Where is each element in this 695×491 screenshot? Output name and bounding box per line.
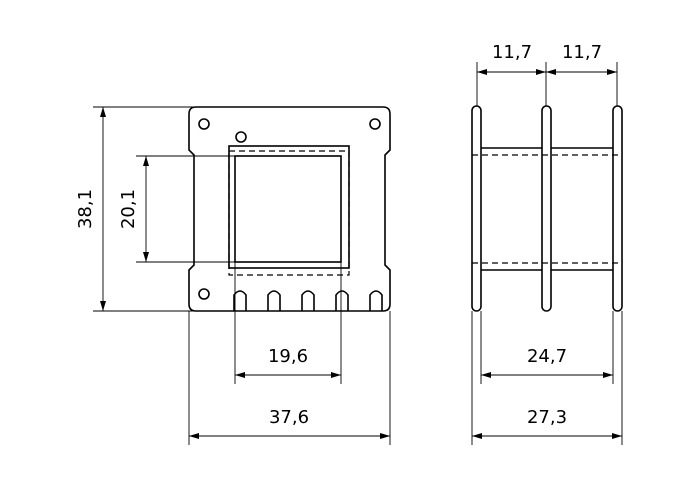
mounting-hole-bottom-left xyxy=(198,288,210,300)
dim-section-widths: 11,7 11,7 xyxy=(476,42,618,106)
dim-overall-length: 27,3 xyxy=(471,311,623,445)
dim-inner-length: 24,7 xyxy=(480,311,614,384)
flange-left xyxy=(471,105,482,312)
pin-slot-4 xyxy=(335,290,349,311)
mounting-hole-top-right xyxy=(369,118,381,130)
flange-outline xyxy=(188,106,391,312)
dim-overall-height: 38,1 xyxy=(75,106,196,312)
pin-slot-3 xyxy=(301,290,315,311)
core-window xyxy=(234,155,342,263)
dim-overall-height-label: 38,1 xyxy=(75,189,96,229)
dim-inner-length-label: 24,7 xyxy=(527,346,567,367)
dim-window-width-label: 19,6 xyxy=(268,346,308,367)
dim-overall-length-label: 27,3 xyxy=(527,407,567,428)
dim-section-width-left-label: 11,7 xyxy=(492,42,532,63)
pin-slot-1 xyxy=(233,290,247,311)
side-view xyxy=(471,105,623,312)
flange-right xyxy=(612,105,623,312)
front-view xyxy=(188,106,391,312)
pin-slot-5 xyxy=(369,290,383,311)
flange-middle xyxy=(541,105,552,312)
pin-slot-2 xyxy=(267,290,281,311)
mounting-hole-top-left xyxy=(198,118,210,130)
core-window-hidden xyxy=(228,150,350,276)
dim-window-height-label: 20,1 xyxy=(118,189,139,229)
pin-marker-hole xyxy=(235,131,247,143)
dim-section-width-right-label: 11,7 xyxy=(562,42,602,63)
dim-overall-width-label: 37,6 xyxy=(269,407,309,428)
dim-window-height: 20,1 xyxy=(118,155,235,263)
winding-window-outer xyxy=(228,145,350,269)
dim-window-width: 19,6 xyxy=(234,262,342,384)
dim-overall-width: 37,6 xyxy=(188,311,391,445)
